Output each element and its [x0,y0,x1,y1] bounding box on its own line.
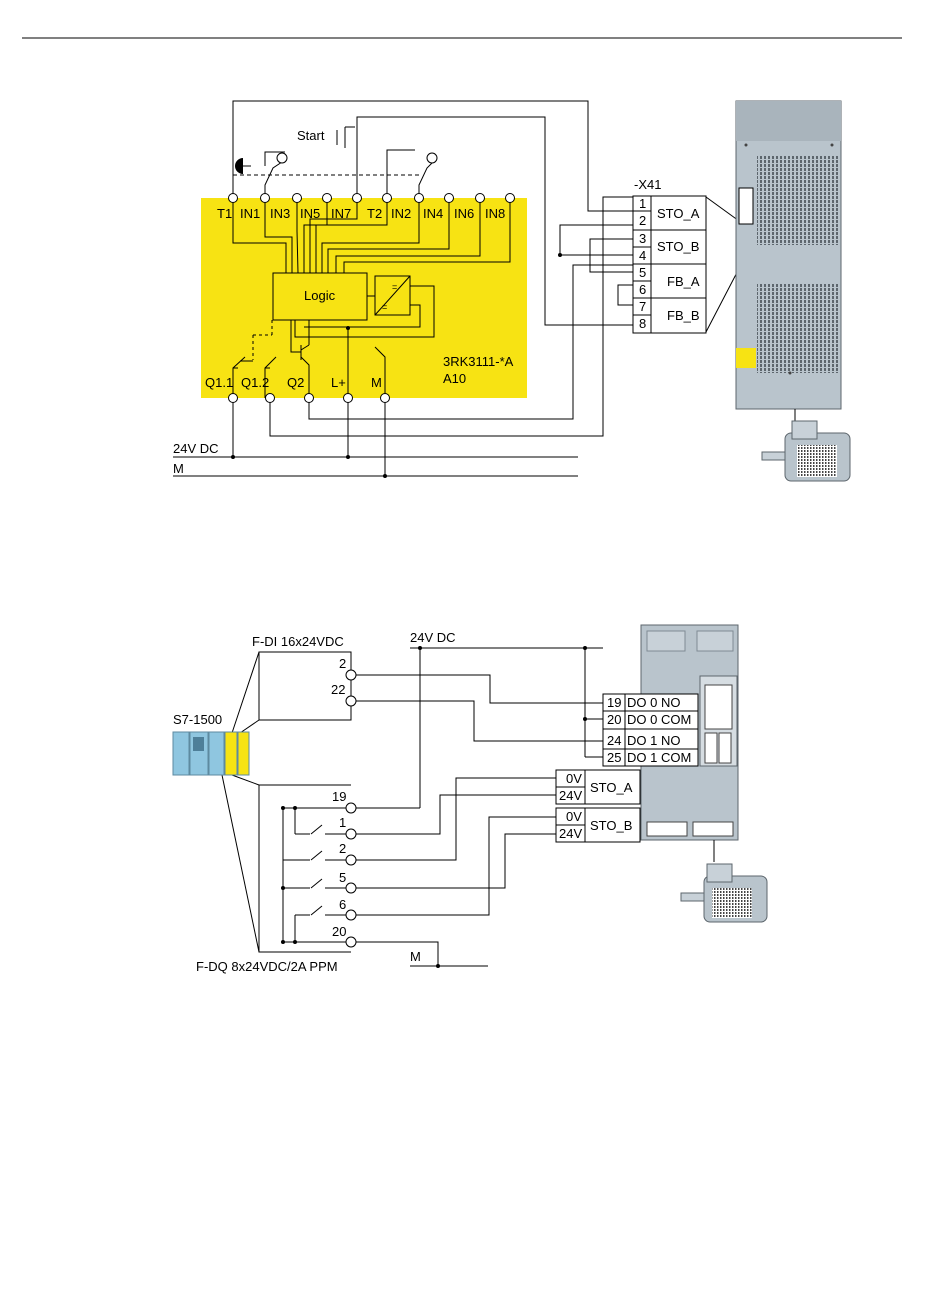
fdq-terminal-label: 19 [332,789,346,804]
motor-icon [762,421,850,481]
do-num: 19 [607,695,621,710]
terminal-label: IN3 [270,206,290,221]
x41-signal: STO_B [657,239,699,254]
x41-signal: FB_A [667,274,700,289]
fdi-terminal-label: 22 [331,682,345,697]
terminal-label: IN5 [300,206,320,221]
svg-text:=: = [392,282,397,292]
supply-m-label: M [173,461,184,476]
terminal-label: Q1.1 [205,375,233,390]
fdq-terminal-label: 5 [339,870,346,885]
svg-text:=: = [382,302,387,312]
motor-2-icon [681,864,767,922]
fdq-terminals: 19 1 2 5 6 20 [332,789,356,947]
fdq-terminal-label: 2 [339,841,346,856]
do-label: DO 1 COM [627,750,691,765]
supply-m-label-2: M [410,949,421,964]
do-label: DO 0 NO [627,695,680,710]
x41-connector: 1 2 3 4 5 6 7 8 STO_A STO_B FB_A FB_B [633,196,706,333]
pushbutton-icon [277,153,287,163]
terminal-label: Q1.2 [241,375,269,390]
s7-label: S7-1500 [173,712,222,727]
terminal-label: IN1 [240,206,260,221]
fdq-terminal-label: 6 [339,897,346,912]
logic-label: Logic [304,288,336,303]
fdq-label: F-DQ 8x24VDC/2A PPM [196,959,338,974]
drive-unit-icon [736,101,841,409]
fdq-terminal-label: 1 [339,815,346,830]
emergency-stop-icon [235,158,243,174]
x41-pin: 6 [639,282,646,297]
do-num: 24 [607,733,621,748]
fdq-terminal-label: 20 [332,924,346,939]
do-label: DO 1 NO [627,733,680,748]
s7-1500-plc-icon [173,732,249,775]
terminal-label: T1 [217,206,232,221]
supply-24v-label-2: 24V DC [410,630,456,645]
supply-24v-label: 24V DC [173,441,219,456]
sto-a-label: STO_A [590,780,633,795]
x41-pin: 8 [639,316,646,331]
x41-pin: 5 [639,265,646,280]
sto-pin: 0V [566,809,582,824]
terminal-label: M [371,375,382,390]
relay-model-line1: 3RK3111-*A [443,354,514,369]
terminal-label: T2 [367,206,382,221]
fdi-label: F-DI 16x24VDC [252,634,344,649]
x41-label: -X41 [634,177,661,192]
x41-signal: FB_B [667,308,700,323]
sto-pin: 0V [566,771,582,786]
fdi-terminal-label: 2 [339,656,346,671]
terminal-label: IN6 [454,206,474,221]
terminal-label: IN7 [331,206,351,221]
terminal-label: IN2 [391,206,411,221]
terminal-label: IN8 [485,206,505,221]
terminal-label: Q2 [287,375,304,390]
do-num: 20 [607,712,621,727]
x41-signal: STO_A [657,206,700,221]
sto-pin: 24V [559,826,582,841]
terminal-label: IN4 [423,206,443,221]
x41-pin: 3 [639,231,646,246]
start-label: Start [297,128,325,143]
x41-pin: 4 [639,248,646,263]
do-num: 25 [607,750,621,765]
relay-model-line2: A10 [443,371,466,386]
sto-b-block: 0V 24V STO_B [556,808,640,842]
sto-a-block: 0V 24V STO_A [556,770,640,804]
diagram2: F-DI 16x24VDC 24V DC S7-1500 F-DQ 8x24VD… [173,625,767,974]
sto-pin: 24V [559,788,582,803]
x41-pin: 2 [639,213,646,228]
do-label: DO 0 COM [627,712,691,727]
terminal-label: L+ [331,375,346,390]
do-block: 19 DO 0 NO 20 DO 0 COM 24 DO 1 NO 25 DO … [603,694,698,766]
x41-pin: 1 [639,196,646,211]
sto-b-label: STO_B [590,818,632,833]
pushbutton-icon [427,153,437,163]
x41-pin: 7 [639,299,646,314]
diagram1: Start T1 IN1 IN3 IN5 IN7 T2 IN2 IN4 IN6 … [173,101,850,481]
